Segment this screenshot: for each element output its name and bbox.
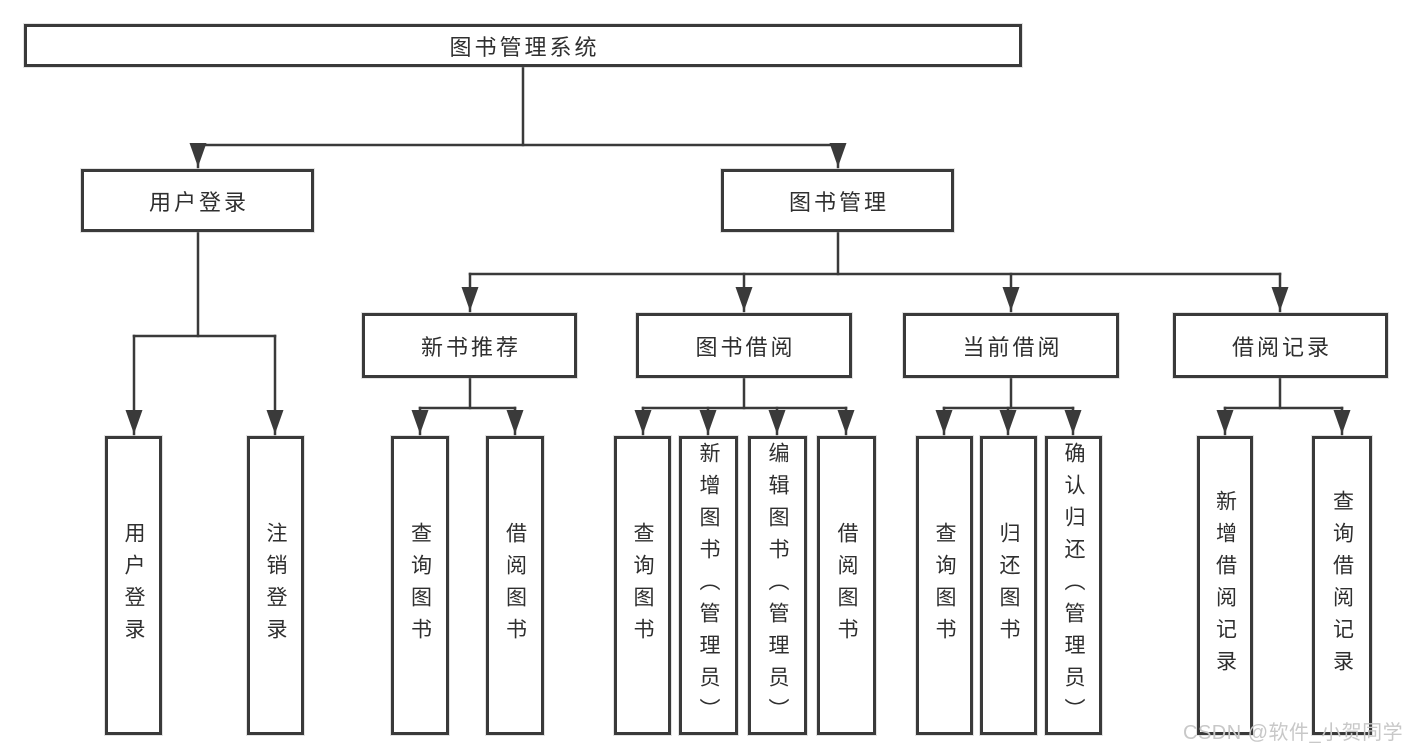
leaf-user-login: 用户登录: [105, 436, 162, 735]
node-label: 用户登录: [122, 521, 145, 650]
leaf-borrow-query-books: 查询图书: [614, 436, 671, 735]
leaf-records-query-record: 查询借阅记录: [1312, 436, 1372, 735]
leaf-records-add-record: 新增借阅记录: [1197, 436, 1253, 735]
leaf-current-return-books: 归还图书: [980, 436, 1037, 735]
node-label: 新书推荐: [420, 334, 521, 360]
node-label: 查询图书: [408, 521, 432, 650]
leaf-recommend-borrow-books: 借阅图书: [486, 436, 544, 735]
node-label: 图书管理: [788, 189, 889, 215]
node-label: 当前借阅: [962, 334, 1063, 360]
node-borrow-records: 借阅记录: [1173, 313, 1388, 378]
node-label: 编辑图书（管理员）: [766, 441, 789, 730]
node-label: 新增图书（管理员）: [697, 441, 720, 730]
node-book-borrow: 图书借阅: [636, 313, 852, 378]
node-label: 注销登录: [264, 521, 287, 650]
node-label: 借阅图书: [835, 521, 858, 650]
leaf-current-confirm-return: 确认归还（管理员）: [1045, 436, 1102, 735]
node-label: 查询图书: [933, 521, 956, 650]
node-label: 新增借阅记录: [1213, 489, 1237, 682]
leaf-borrow-add-books: 新增图书（管理员）: [679, 436, 738, 735]
node-label: 归还图书: [997, 521, 1020, 650]
leaf-borrow-edit-books: 编辑图书（管理员）: [748, 436, 807, 735]
node-library-system: 图书管理系统: [24, 24, 1022, 67]
node-label: 借阅图书: [503, 521, 527, 650]
node-label: 查询图书: [631, 521, 654, 650]
node-label: 图书借阅: [695, 334, 796, 360]
node-label: 用户登录: [148, 189, 249, 215]
node-new-book-recommend: 新书推荐: [362, 313, 577, 378]
node-user-login: 用户登录: [81, 169, 314, 232]
csdn-watermark: CSDN @软件_小贺同学: [1183, 722, 1404, 744]
node-book-management: 图书管理: [721, 169, 954, 232]
leaf-borrow-borrow-books: 借阅图书: [817, 436, 876, 735]
leaf-recommend-query-books: 查询图书: [391, 436, 449, 735]
node-label: 图书管理系统: [449, 34, 600, 60]
node-current-borrow: 当前借阅: [903, 313, 1119, 378]
node-label: 确认归还（管理员）: [1062, 441, 1085, 730]
node-label: 查询借阅记录: [1330, 489, 1354, 682]
leaf-logout: 注销登录: [247, 436, 304, 735]
node-label: 借阅记录: [1231, 334, 1332, 360]
leaf-current-query-books: 查询图书: [916, 436, 973, 735]
